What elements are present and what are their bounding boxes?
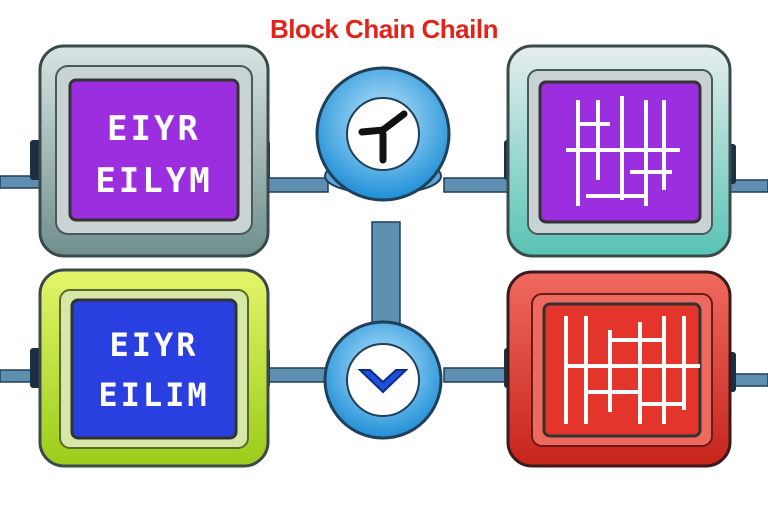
clock-icon bbox=[358, 110, 408, 164]
block-bottom-right bbox=[506, 270, 732, 468]
block-bottom-left: EIYR EILIM bbox=[38, 268, 270, 468]
down-arrow-icon bbox=[357, 369, 409, 394]
top-node bbox=[315, 66, 451, 202]
page-title: Block Chain Chailn bbox=[270, 14, 498, 44]
bottom-node bbox=[323, 320, 443, 440]
block-top-right bbox=[506, 44, 732, 258]
block-top-left-line-2: EILYM bbox=[95, 161, 212, 201]
circuit-glyph-icon bbox=[566, 96, 680, 206]
block-bottom-left-line-2: EILIM bbox=[98, 376, 209, 414]
block-bottom-left-line-1: EIYR bbox=[109, 326, 198, 364]
block-top-left-line-1: EIYR bbox=[107, 109, 201, 149]
connector-pipes bbox=[0, 175, 768, 387]
circuit-glyph-icon bbox=[564, 316, 700, 424]
block-top-left: EIYR EILYM bbox=[38, 44, 270, 258]
